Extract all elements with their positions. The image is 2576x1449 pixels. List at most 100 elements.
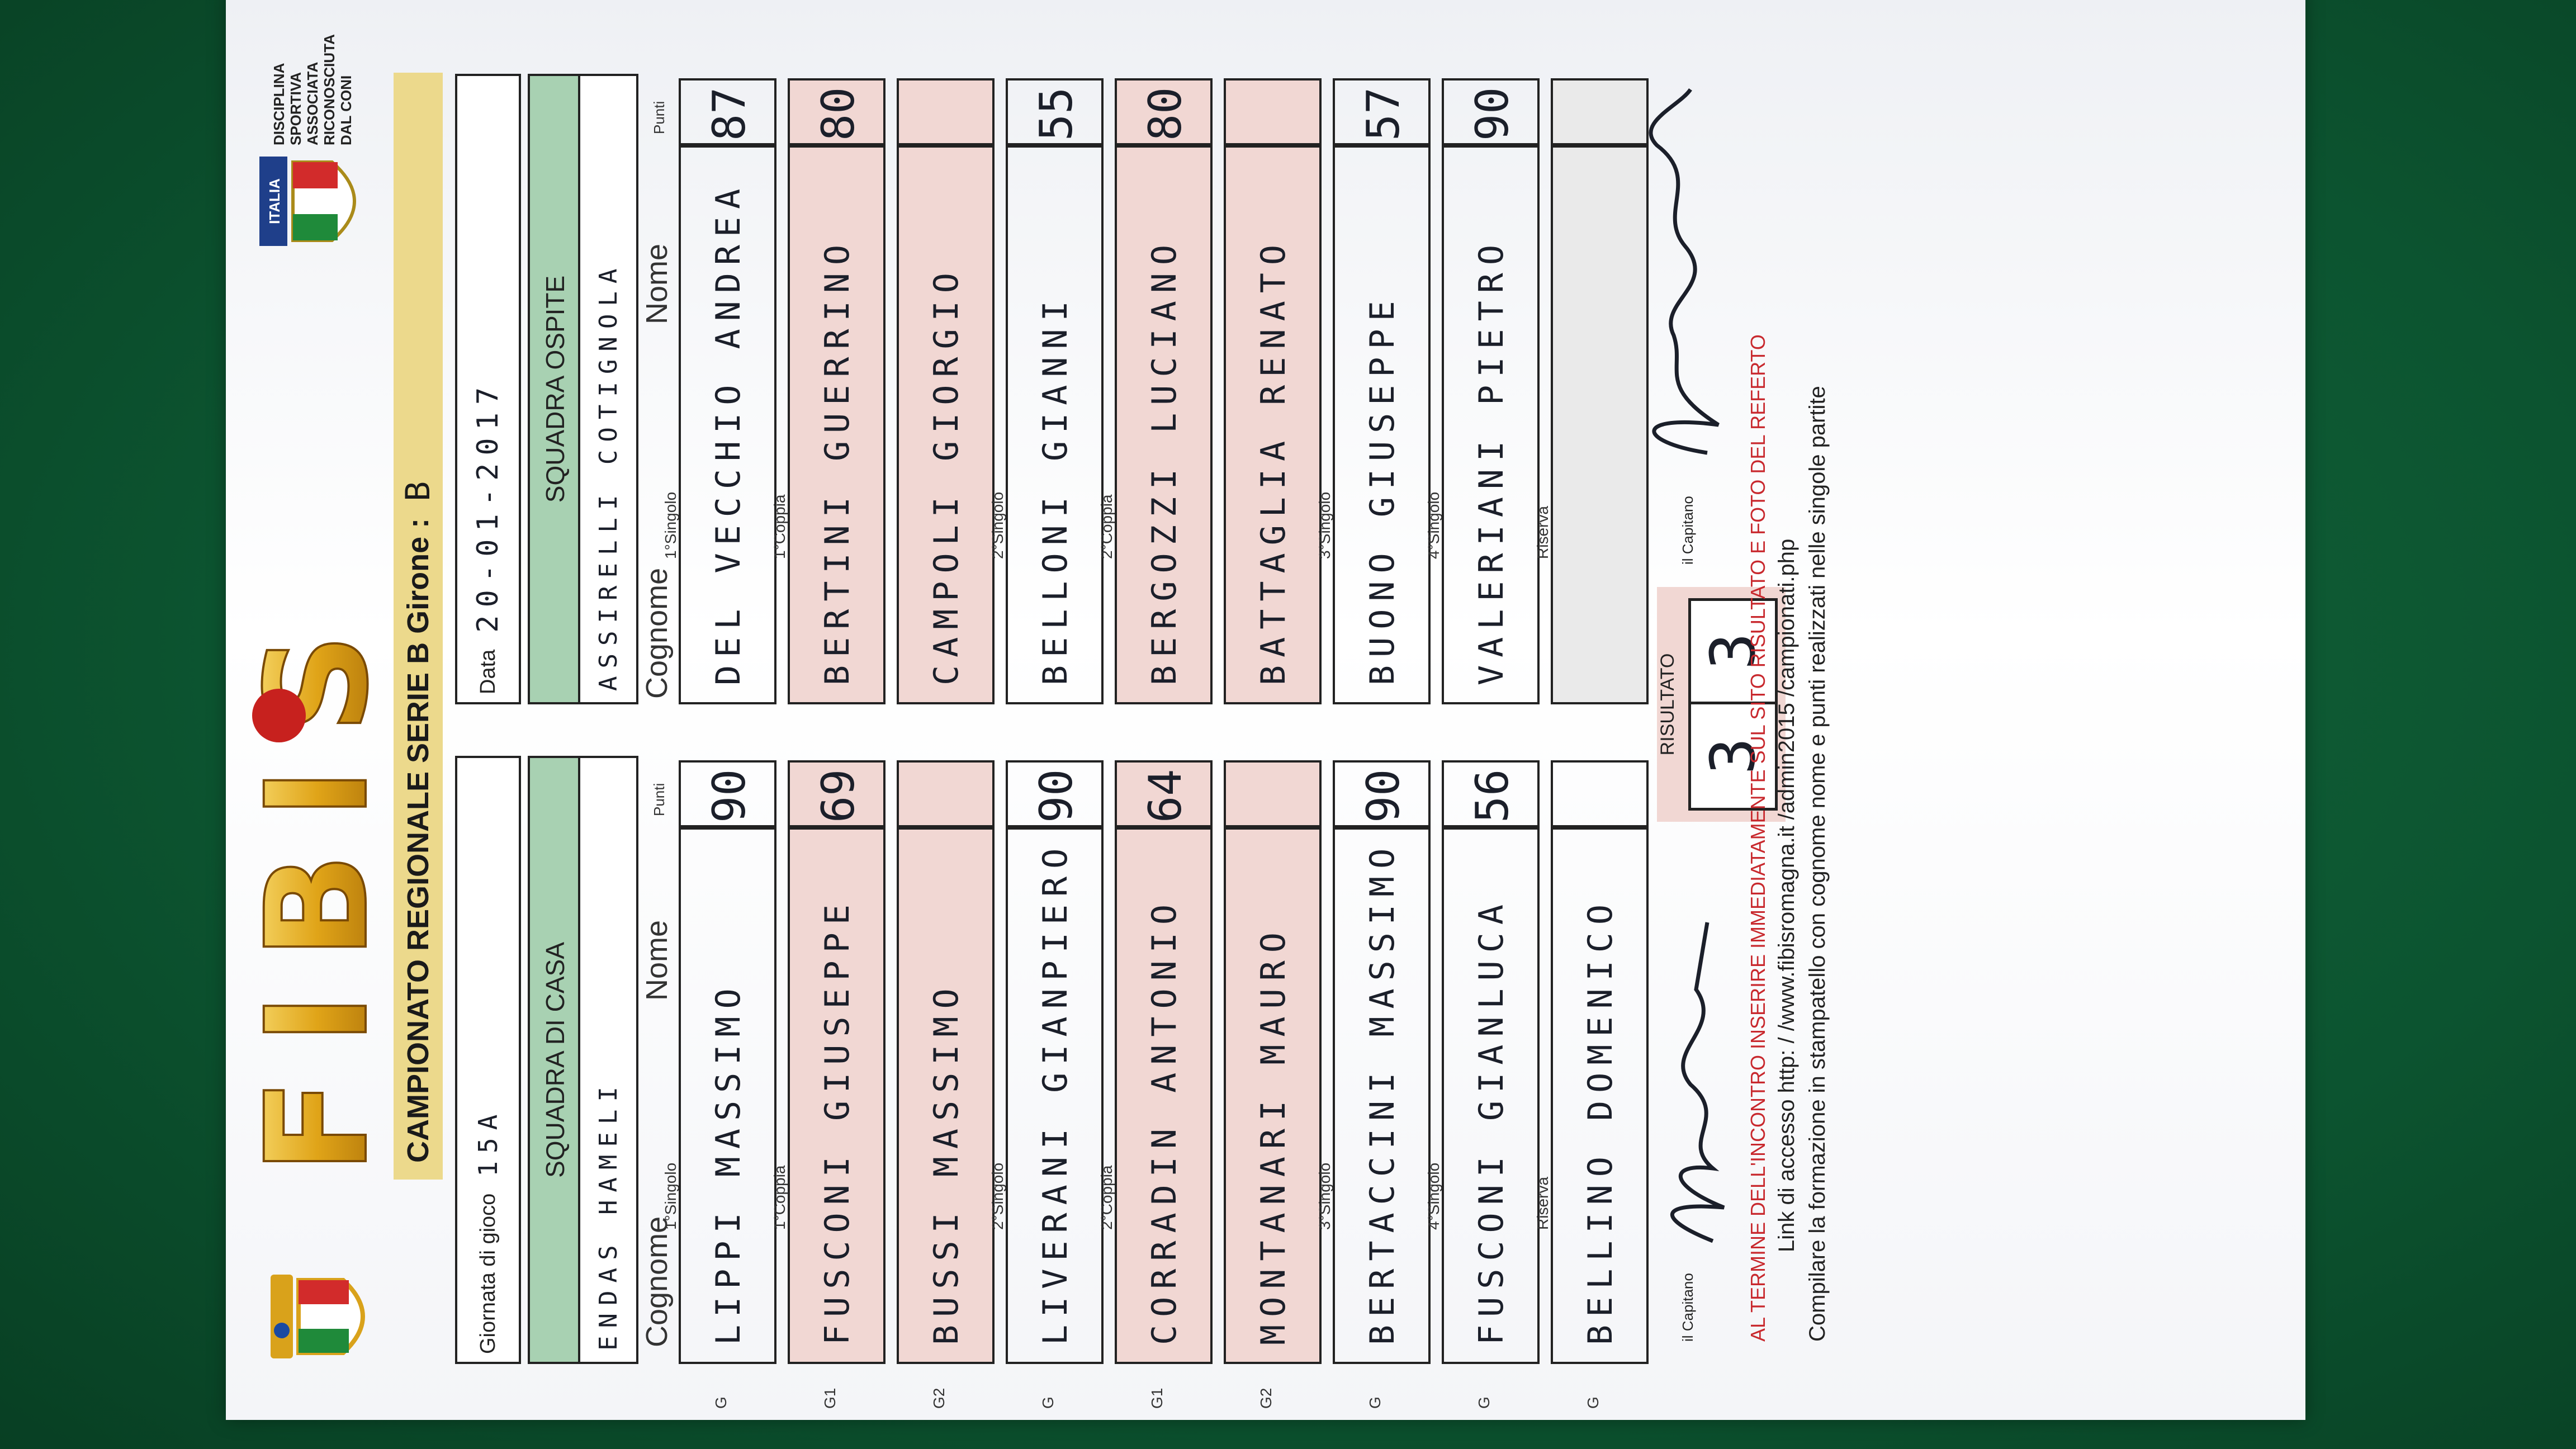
away-section-label: 4°Singolo <box>1425 491 1442 559</box>
home-row-code: G <box>712 1396 730 1409</box>
away-player-name: VALERIANI PIETRO <box>1472 237 1511 685</box>
home-player-points: 90 <box>703 769 755 823</box>
away-col-punti: Punti <box>651 101 667 134</box>
home-player-name: LIPPI MASSIMO <box>709 981 748 1345</box>
home-player-points-cell <box>897 760 995 827</box>
title-bar: CAMPIONATO REGIONALE SERIE B Girone : B <box>394 73 443 1180</box>
away-player-points-cell: 57 <box>1333 78 1431 145</box>
home-player-row: MONTANARI MAURO <box>1224 827 1322 1364</box>
home-team-bar: SQUADRA DI CASA <box>528 756 583 1364</box>
giornata-field: Giornata di gioco 15A <box>455 756 521 1364</box>
home-captain-signature-icon <box>1670 922 1725 1243</box>
away-player-points: 80 <box>1139 87 1191 141</box>
away-player-row: BUONO GIUSEPPE <box>1333 145 1431 704</box>
home-player-points-cell <box>1551 760 1649 827</box>
away-player-points-cell: 55 <box>1006 78 1104 145</box>
italia-shield-icon: ITALIA <box>259 157 356 246</box>
away-team-bar: SQUADRA OSPITE <box>528 74 583 704</box>
home-player-name: BUSSI MASSIMO <box>927 981 966 1345</box>
footer-line-2: Link di accesso http: / /www.fibisromagn… <box>1774 538 1799 1252</box>
away-player-points-cell: 90 <box>1442 78 1540 145</box>
footer-line-3: Compilare la formazione in stampatello c… <box>1805 386 1830 1342</box>
away-player-row: VALERIANI PIETRO <box>1442 145 1540 704</box>
home-player-points-cell <box>1224 760 1322 827</box>
home-player-name: LIVERANI GIANPIERO <box>1036 840 1075 1345</box>
home-player-name: MONTANARI MAURO <box>1254 925 1293 1345</box>
home-col-nome: Nome <box>640 920 674 1001</box>
home-player-points: 69 <box>812 769 864 823</box>
fibis-logo: FIBIS <box>248 599 382 1175</box>
away-team-name: ASSIRELLI COTIGNOLA <box>594 261 623 691</box>
away-player-name: CAMPOLI GIORGIO <box>927 265 966 685</box>
data-value: 20-01-2017 <box>471 379 505 633</box>
away-section-label: Riserva <box>1534 506 1551 559</box>
away-section-label: 2°Coppia <box>1098 494 1115 560</box>
away-player-row: BELLONI GIANNI <box>1006 145 1104 704</box>
home-player-name: BERTACCINI MASSIMO <box>1363 840 1402 1345</box>
home-row-code: G1 <box>1148 1388 1166 1409</box>
home-player-row: LIVERANI GIANPIERO <box>1006 827 1104 1364</box>
home-player-name: FUSCONI GIUSEPPE <box>818 897 857 1345</box>
home-player-points-cell: 90 <box>679 760 776 827</box>
home-player-points-cell: 90 <box>1333 760 1431 827</box>
away-section-label: 3°Singolo <box>1316 491 1333 559</box>
away-team-name-field: ASSIRELLI COTIGNOLA <box>578 74 638 704</box>
home-section-label: 3°Singolo <box>1316 1162 1333 1230</box>
coni-recognition-text: DISCIPLINA SPORTIVA ASSOCIATA RICONOSCIU… <box>271 35 354 145</box>
home-row-code: G <box>1475 1396 1493 1409</box>
away-player-name: BELLONI GIANNI <box>1036 293 1075 685</box>
away-player-points: 90 <box>1466 87 1518 141</box>
away-section-label: 1°Singolo <box>662 491 679 559</box>
away-player-row: BERTINI GUERRINO <box>788 145 886 704</box>
away-section-label: 2°Singolo <box>989 491 1006 559</box>
home-team-name: ENDAS HAMELI <box>594 1079 623 1351</box>
away-player-points-cell <box>1224 78 1322 145</box>
home-section-label: 1°Coppia <box>771 1165 788 1230</box>
away-player-name: BERTINI GUERRINO <box>818 237 857 685</box>
home-player-points: 90 <box>1030 769 1082 823</box>
fibis-logo-text: FIBIS <box>248 600 382 1174</box>
away-player-points: 55 <box>1030 87 1082 141</box>
home-section-label: Riserva <box>1534 1177 1551 1230</box>
away-player-points-cell <box>897 78 995 145</box>
home-section-label: 4°Singolo <box>1425 1162 1442 1230</box>
home-section-label: 1°Singolo <box>662 1162 679 1230</box>
away-player-name: BERGOZZI LUCIANO <box>1145 237 1184 685</box>
home-team-label: SQUADRA DI CASA <box>541 942 570 1178</box>
home-player-name: BELLINO DOMENICO <box>1581 897 1620 1345</box>
home-col-punti: Punti <box>651 783 667 816</box>
home-team-name-field: ENDAS HAMELI <box>578 756 638 1364</box>
home-row-code: G2 <box>1257 1388 1275 1409</box>
away-player-points: 57 <box>1357 87 1409 141</box>
home-section-label: 2°Singolo <box>989 1162 1006 1230</box>
result-label: RISULTATO <box>1657 653 1678 756</box>
match-report-sheet: FIBIS ITALIA DISCIPLINA SPORTIVA ASSOCIA… <box>226 0 2305 1420</box>
home-row-code: G1 <box>821 1388 839 1409</box>
away-player-name: DEL VECCHIO ANDREA <box>709 181 748 685</box>
home-section-label: 2°Coppia <box>1098 1165 1115 1230</box>
home-player-name: FUSCONI GIANLUCA <box>1472 897 1511 1345</box>
away-player-name: BUONO GIUSEPPE <box>1363 293 1402 685</box>
away-player-row: BERGOZZI LUCIANO <box>1115 145 1213 704</box>
data-field: Data 20-01-2017 <box>455 74 521 704</box>
home-player-points-cell: 64 <box>1115 760 1213 827</box>
home-row-code: G2 <box>930 1388 948 1409</box>
home-player-row: BUSSI MASSIMO <box>897 827 995 1364</box>
page-title: CAMPIONATO REGIONALE SERIE B Girone : <box>401 518 435 1163</box>
fibis-shield-logo <box>271 1275 365 1358</box>
away-col-cognome: Cognome <box>640 567 674 699</box>
away-section-label: 1°Coppia <box>771 494 788 560</box>
home-player-row: BELLINO DOMENICO <box>1551 827 1649 1364</box>
away-col-nome: Nome <box>640 243 674 324</box>
giornata-value: 15A <box>473 1106 503 1177</box>
home-player-row: LIPPI MASSIMO <box>679 827 776 1364</box>
girone-value: B <box>399 473 438 501</box>
home-player-points: 56 <box>1466 769 1518 823</box>
home-player-points-cell: 69 <box>788 760 886 827</box>
data-label: Data <box>476 649 500 694</box>
away-player-row: BATTAGLIA RENATO <box>1224 145 1322 704</box>
away-player-points-cell: 80 <box>1115 78 1213 145</box>
home-player-points: 90 <box>1357 769 1409 823</box>
home-player-row: BERTACCINI MASSIMO <box>1333 827 1431 1364</box>
home-captain-label: il Capitano <box>1679 1273 1696 1342</box>
